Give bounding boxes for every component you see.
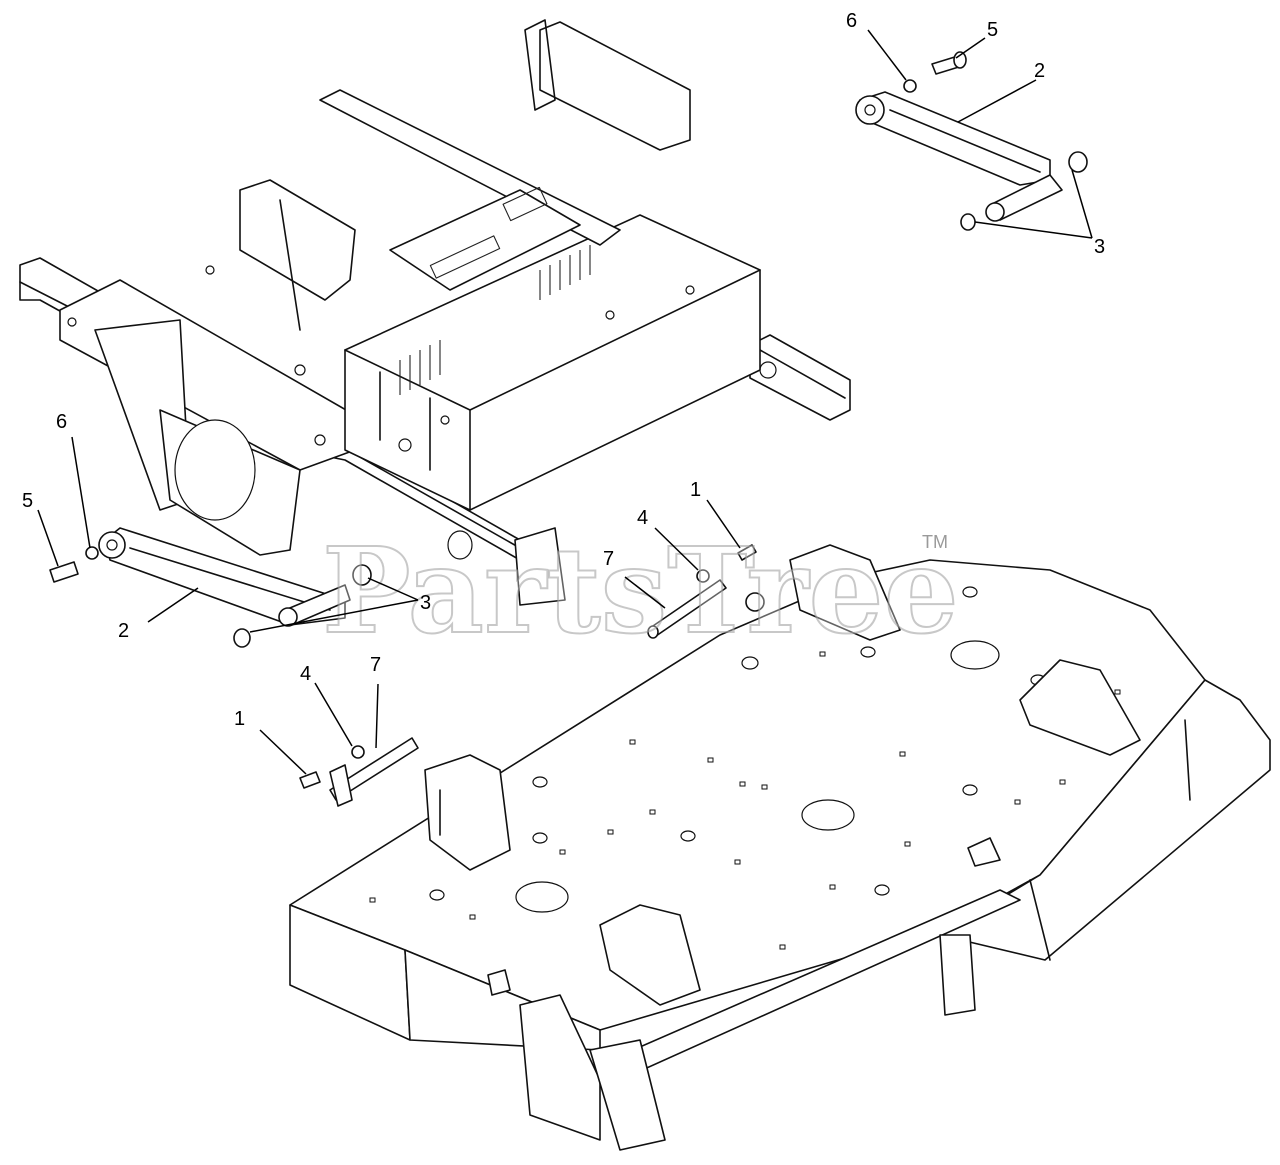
bolt-icon [299, 771, 321, 789]
callout-5-left: 5 [22, 490, 33, 512]
watermark: PartsTree TM [321, 520, 960, 661]
callout-6-left: 6 [56, 411, 67, 433]
spindle-opening [950, 640, 1000, 670]
lift-arm-assembly-upper [855, 51, 1088, 231]
bushing-icon [1068, 151, 1088, 173]
bushing-icon [233, 628, 251, 648]
lift-arm-assembly-left [49, 527, 372, 648]
callout-1-low: 1 [234, 708, 245, 730]
trademark-mark: TM [922, 532, 948, 552]
leader-lines [37, 29, 1093, 775]
callout-6-top: 6 [846, 10, 857, 32]
pin-set-lower [299, 737, 419, 807]
pin-set-mid [647, 544, 765, 639]
nut-icon [85, 546, 99, 560]
bushing-icon [352, 564, 372, 586]
spindle-opening [515, 881, 569, 913]
callout-5-top: 5 [987, 19, 998, 41]
callout-2-top: 2 [1034, 60, 1045, 82]
bolt-icon [49, 561, 79, 583]
callout-4-low: 4 [300, 663, 311, 685]
watermark-text: PartsTree [322, 521, 959, 660]
mower-frame [19, 19, 851, 606]
callout-2-left: 2 [118, 620, 129, 642]
callout-4-mid: 4 [637, 507, 648, 529]
nut-icon [351, 745, 365, 759]
callout-labels: 6 5 2 3 6 5 2 3 4 1 7 4 7 1 [22, 10, 1105, 730]
spindle-opening [801, 799, 855, 831]
bolt-icon [737, 544, 757, 561]
callout-1-mid: 1 [690, 479, 701, 501]
mower-deck [289, 544, 1271, 1151]
callout-7-mid: 7 [603, 548, 614, 570]
nut-icon [696, 569, 710, 583]
bushing-icon [960, 213, 976, 231]
pin-icon [329, 737, 419, 801]
nut-icon [903, 79, 917, 93]
callout-7-low: 7 [370, 654, 381, 676]
callout-3-top: 3 [1094, 236, 1105, 258]
callout-3-left: 3 [420, 592, 431, 614]
nut-icon [745, 592, 765, 612]
